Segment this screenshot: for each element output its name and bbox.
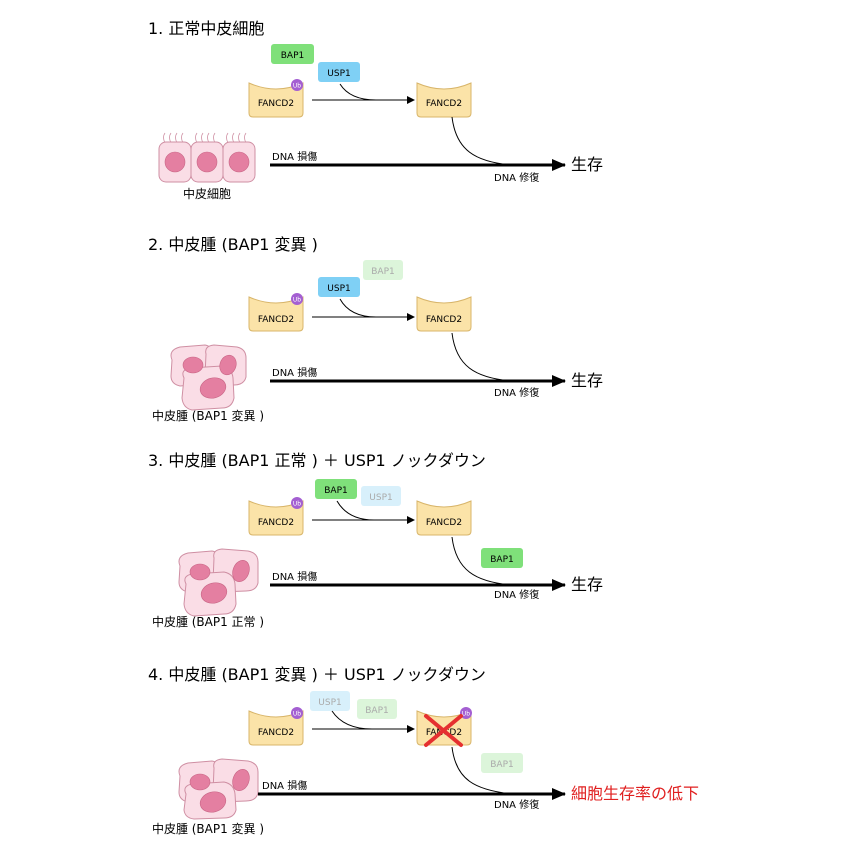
fancd2-label: FANCD2 (426, 99, 462, 109)
ubiquitin-label: Ub (462, 711, 470, 718)
panel-2: 2. 中皮腫 (BAP1 変異 ) USP1 BAP1 FANCD2 Ub FA… (148, 235, 603, 423)
cell-label: 中皮腫 (BAP1 正常 ) (152, 614, 264, 629)
usp1-protein-faded (310, 691, 350, 711)
bap1-protein-faded (363, 260, 403, 280)
fancd2-label: FANCD2 (258, 99, 294, 109)
dna-repair-label: DNA 修復 (494, 171, 539, 184)
fancd2-label: FANCD2 (258, 728, 294, 738)
fancd2-label: FANCD2 (426, 518, 462, 528)
usp1-label: USP1 (318, 698, 341, 708)
bap1-protein-faded (357, 699, 397, 719)
fancd2-protein (416, 296, 472, 332)
usp1-protein (318, 62, 360, 82)
bap1-label: BAP1 (365, 706, 388, 716)
usp1-label: USP1 (369, 493, 392, 503)
repair-curve (451, 536, 513, 586)
usp1-action-curve (339, 298, 377, 318)
ubiquitin-marker (291, 707, 303, 719)
survival-label: 生存 (571, 371, 603, 390)
bap1-label: BAP1 (371, 267, 394, 277)
bap1-protein (271, 44, 314, 64)
bap1-label: BAP1 (324, 486, 347, 496)
usp1-label: USP1 (327, 69, 350, 79)
fancd2-label: FANCD2 (258, 315, 294, 325)
mesothelioma-cells (170, 344, 247, 411)
panel-title: 1. 正常中皮細胞 (148, 19, 264, 38)
bap1-protein (315, 479, 357, 499)
panel-title: 4. 中皮腫 (BAP1 変異 ) ＋ USP1 ノックダウン (148, 665, 486, 684)
cell-label: 中皮細胞 (183, 186, 231, 201)
ubiquitin-label: Ub (293, 297, 301, 304)
usp1-protein (318, 277, 360, 297)
action-curve (331, 710, 373, 730)
mesothelioma-cells (178, 548, 259, 617)
survival-label: 生存 (571, 155, 603, 174)
ubiquitin-label: Ub (293, 501, 301, 508)
panel-title: 2. 中皮腫 (BAP1 変異 ) (148, 235, 318, 254)
mesothelial-cells (158, 132, 256, 183)
bap1-action-curve (336, 500, 375, 521)
dna-damage-label: DNA 損傷 (272, 570, 317, 583)
dna-damage-label: DNA 損傷 (272, 150, 317, 163)
bap1-protein-faded (481, 753, 523, 773)
panel-3: 3. 中皮腫 (BAP1 正常 ) ＋ USP1 ノックダウン BAP1 USP… (148, 451, 603, 629)
usp1-protein-faded (361, 486, 401, 506)
repair-curve (451, 746, 513, 795)
ubiquitin-marker (291, 79, 303, 91)
fancd2-label: FANCD2 (426, 315, 462, 325)
reduced-survival-label: 細胞生存率の低下 (571, 784, 699, 803)
panel-1: 1. 正常中皮細胞 BAP1 USP1 FANCD2 Ub FANCD2 中皮細… (148, 19, 603, 201)
mesothelioma-cells (178, 758, 259, 820)
survival-label: 生存 (571, 575, 603, 594)
dna-damage-label: DNA 損傷 (272, 366, 317, 379)
repair-curve (451, 116, 513, 166)
ubiquitin-marker (291, 497, 303, 509)
dna-repair-label: DNA 修復 (494, 386, 539, 399)
fancd2-label: FANCD2 (258, 518, 294, 528)
usp1-label: USP1 (327, 284, 350, 294)
cell-label: 中皮腫 (BAP1 変異 ) (152, 408, 264, 423)
bap1-label: BAP1 (490, 760, 513, 770)
blocked-cross-icon (424, 714, 463, 747)
bap1-protein (481, 548, 523, 568)
bap1-label: BAP1 (281, 51, 304, 61)
ubiquitin-marker (291, 293, 303, 305)
panel-title: 3. 中皮腫 (BAP1 正常 ) ＋ USP1 ノックダウン (148, 451, 486, 470)
bap1-label: BAP1 (490, 555, 513, 565)
dna-damage-label: DNA 損傷 (262, 779, 307, 792)
usp1-action-curve (339, 83, 377, 101)
ubiquitin-label: Ub (293, 711, 301, 718)
cell-label: 中皮腫 (BAP1 変異 ) (152, 821, 264, 836)
repair-curve (451, 332, 513, 382)
dna-repair-label-faded: DNA 修復 (494, 798, 539, 811)
ubiquitin-label: Ub (293, 83, 301, 90)
dna-repair-label: DNA 修復 (494, 588, 539, 601)
panel-4: 4. 中皮腫 (BAP1 変異 ) ＋ USP1 ノックダウン USP1 BAP… (148, 665, 699, 836)
